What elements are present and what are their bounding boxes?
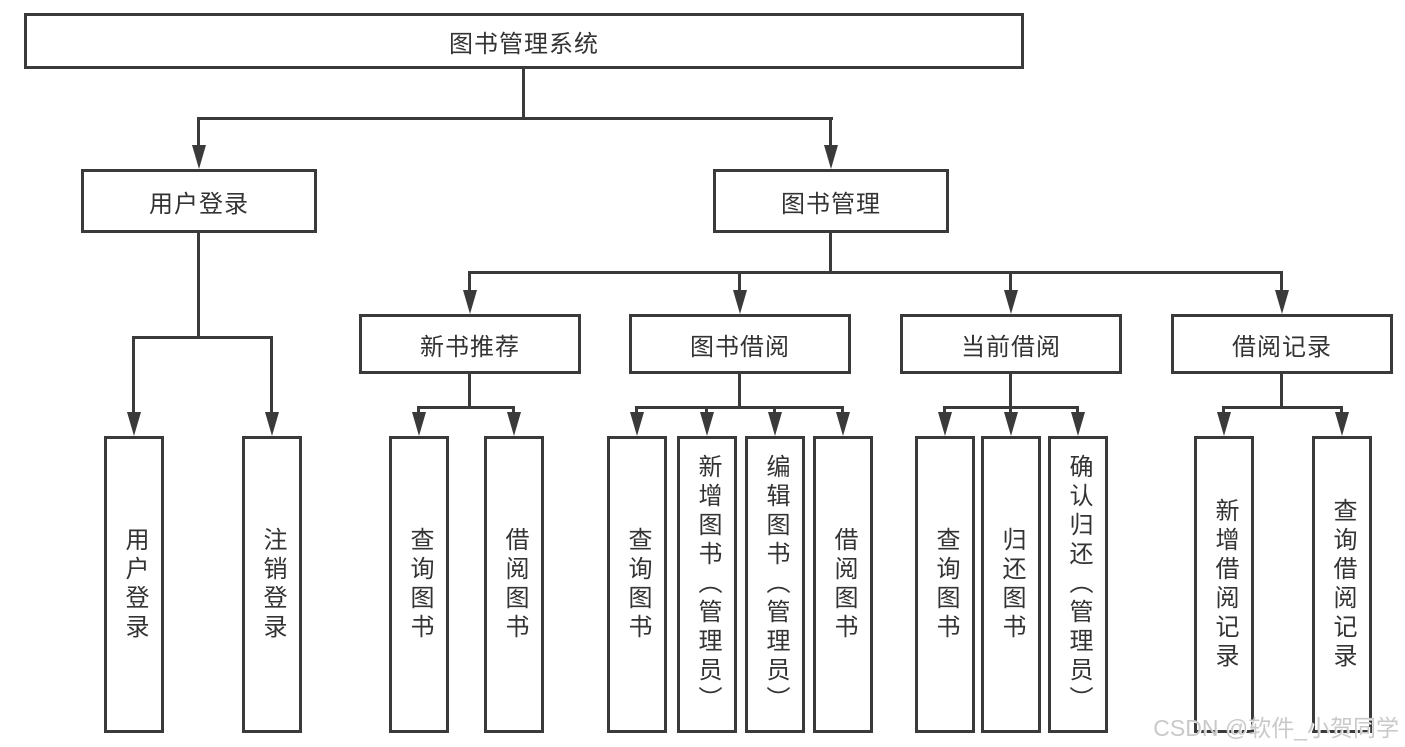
connector-vline <box>829 117 832 150</box>
leaf-query-borrow-record-label: 查询借阅记录 <box>1329 497 1356 672</box>
connector-vline <box>197 233 200 339</box>
leaf-borrow-books-recommend: 借阅图书 <box>484 436 544 733</box>
leaf-add-borrow-record: 新增借阅记录 <box>1194 436 1254 733</box>
leaf-query-books-borrowing: 查询图书 <box>607 436 667 733</box>
connector-vline <box>197 117 200 150</box>
leaf-query-books-current-label: 查询图书 <box>932 526 959 643</box>
connector-vline <box>132 336 135 416</box>
connector-vline <box>738 271 741 294</box>
arrow-down-icon <box>630 412 644 436</box>
node-book-management: 图书管理 <box>713 169 949 233</box>
leaf-return-books-label: 归还图书 <box>998 526 1025 643</box>
connector-hline <box>132 336 273 339</box>
leaf-user-login-label: 用户登录 <box>121 526 148 643</box>
node-borrowing-records: 借阅记录 <box>1171 314 1393 374</box>
connector-vline <box>1280 374 1283 409</box>
arrow-down-icon <box>412 412 426 436</box>
connector-hline <box>1222 406 1343 409</box>
leaf-add-books-admin: 新增图书（管理员） <box>677 436 737 733</box>
arrow-down-icon <box>1004 290 1018 314</box>
arrow-down-icon <box>768 412 782 436</box>
arrow-down-icon <box>836 412 850 436</box>
node-library-management-system: 图书管理系统 <box>24 13 1024 69</box>
leaf-return-books: 归还图书 <box>981 436 1041 733</box>
leaf-borrow-books-recommend-label: 借阅图书 <box>501 526 528 643</box>
connector-hline <box>468 271 1283 274</box>
arrow-down-icon <box>1335 412 1349 436</box>
leaf-borrow-books: 借阅图书 <box>813 436 873 733</box>
arrow-down-icon <box>733 290 747 314</box>
leaf-query-borrow-record: 查询借阅记录 <box>1312 436 1372 733</box>
connector-vline <box>738 374 741 409</box>
leaf-add-books-admin-label: 新增图书（管理员） <box>694 454 721 715</box>
leaf-edit-books-admin: 编辑图书（管理员） <box>745 436 805 733</box>
node-new-book-recommendation: 新书推荐 <box>359 314 581 374</box>
arrow-down-icon <box>938 412 952 436</box>
arrow-down-icon <box>463 290 477 314</box>
leaf-query-books-recommend-label: 查询图书 <box>406 526 433 643</box>
arrow-down-icon <box>507 412 521 436</box>
arrow-down-icon <box>265 412 279 436</box>
leaf-query-books-current: 查询图书 <box>915 436 975 733</box>
arrow-down-icon <box>824 145 838 169</box>
connector-vline <box>468 374 471 409</box>
arrow-down-icon <box>1071 412 1085 436</box>
watermark-text: CSDN @软件_小贺同学 <box>1153 715 1399 741</box>
leaf-query-books-recommend: 查询图书 <box>389 436 449 733</box>
arrow-down-icon <box>1004 412 1018 436</box>
connector-hline <box>635 406 844 409</box>
leaf-query-books-borrowing-label: 查询图书 <box>624 526 651 643</box>
connector-vline <box>1009 374 1012 409</box>
connector-vline <box>1009 271 1012 294</box>
connector-vline <box>468 271 471 294</box>
connector-hline <box>197 117 833 120</box>
arrow-down-icon <box>127 412 141 436</box>
arrow-down-icon <box>1275 290 1289 314</box>
leaf-edit-books-admin-label: 编辑图书（管理员） <box>762 454 789 715</box>
connector-hline <box>417 406 515 409</box>
arrow-down-icon <box>1217 412 1231 436</box>
leaf-logout: 注销登录 <box>242 436 302 733</box>
leaf-logout-label: 注销登录 <box>259 526 286 643</box>
connector-vline <box>829 233 832 274</box>
leaf-confirm-return-admin: 确认归还（管理员） <box>1048 436 1108 733</box>
node-current-borrowing: 当前借阅 <box>900 314 1122 374</box>
leaf-add-borrow-record-label: 新增借阅记录 <box>1211 497 1238 672</box>
node-user-login: 用户登录 <box>81 169 317 233</box>
arrow-down-icon <box>192 145 206 169</box>
leaf-confirm-return-admin-label: 确认归还（管理员） <box>1065 454 1092 715</box>
leaf-user-login: 用户登录 <box>104 436 164 733</box>
node-book-borrowing: 图书借阅 <box>629 314 851 374</box>
leaf-borrow-books-label: 借阅图书 <box>830 526 857 643</box>
arrow-down-icon <box>700 412 714 436</box>
connector-vline <box>522 66 525 120</box>
connector-vline <box>1280 271 1283 294</box>
connector-vline <box>270 336 273 416</box>
